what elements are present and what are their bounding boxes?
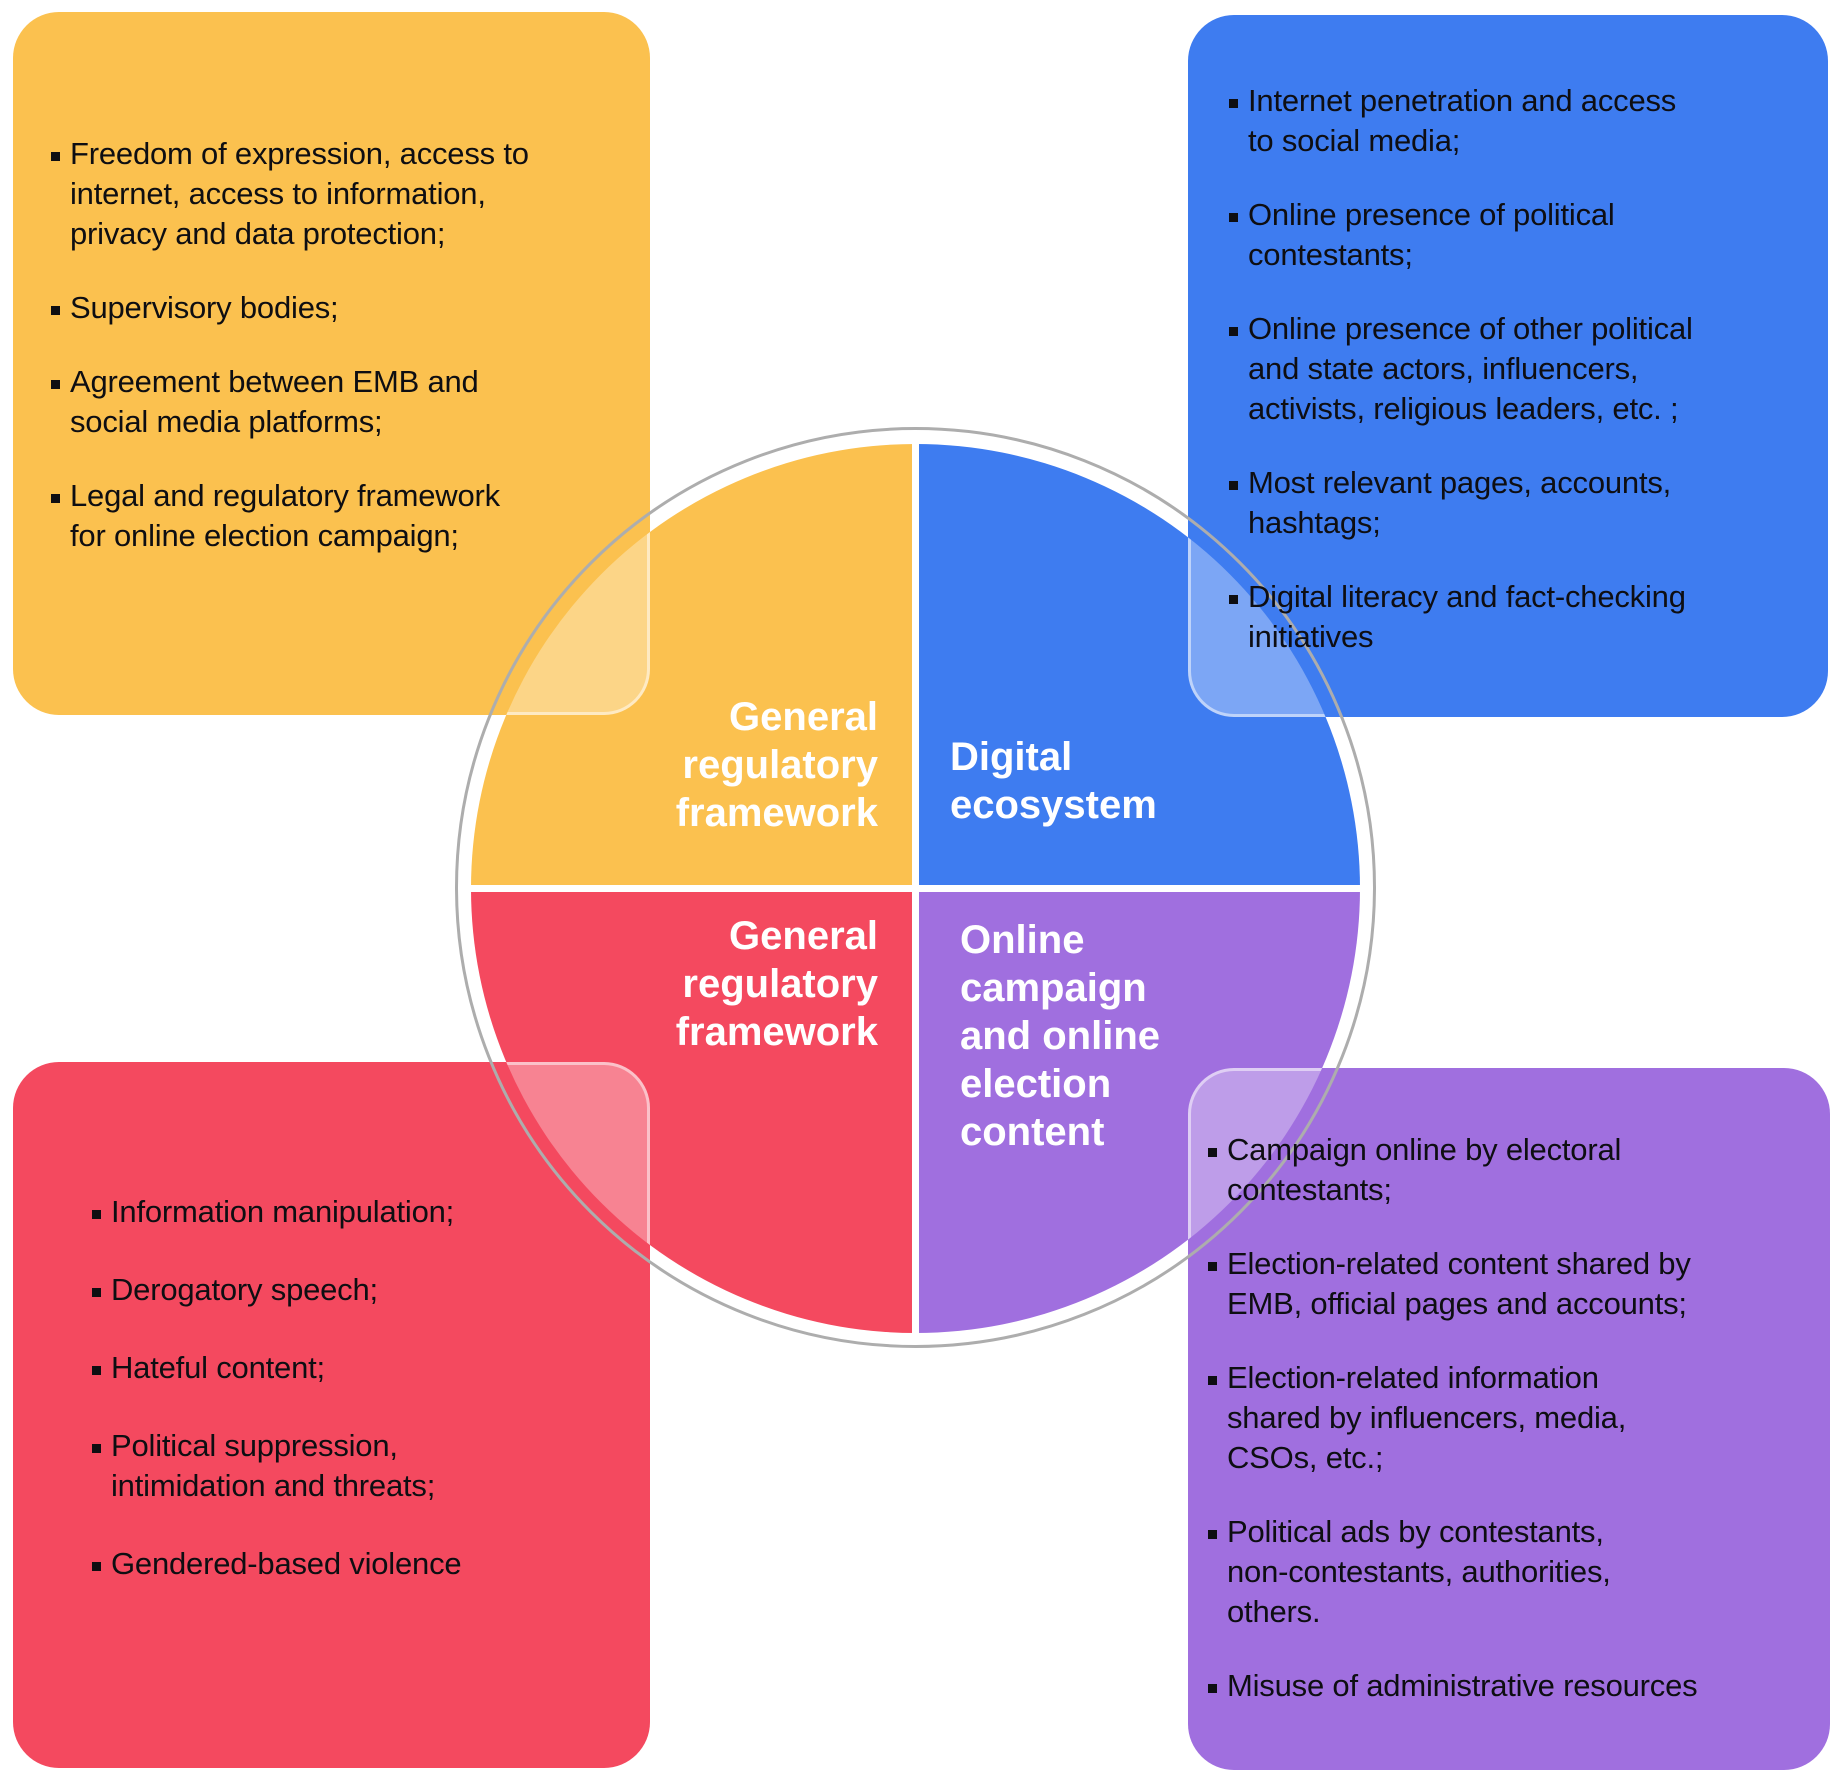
bullet-text: Legal and regulatory framework for onlin… [70,478,500,553]
overlap-highlight-bottom-left [471,1062,650,1333]
bullet-item: Most relevant pages, accounts, hashtags; [1229,463,1818,543]
bullet-item: Supervisory bodies; [51,288,632,328]
bullet-square-icon [51,306,60,315]
overlap-highlight-top-right [1188,444,1360,717]
bullet-text: Campaign online by electoral contestants… [1227,1132,1622,1207]
bullet-text: Freedom of expression, access to interne… [70,136,529,251]
bullet-item: Campaign online by electoral contestants… [1208,1130,1822,1210]
bullet-item: Political ads by contestants, non-contes… [1208,1512,1822,1632]
quadrant-label: General regulatory framework [675,695,878,835]
bullet-item: Political suppression, intimidation and … [92,1426,632,1506]
bullet-item: Misuse of administrative resources [1208,1666,1822,1706]
bullet-square-icon [1229,99,1238,108]
bullet-item: Hateful content; [92,1348,632,1388]
bullet-text: Information manipulation; [111,1194,455,1229]
bullet-text: Supervisory bodies; [70,290,339,325]
quadrant-online-campaign: Online campaign and online election cont… [919,892,1360,1333]
bullet-item: Legal and regulatory framework for onlin… [51,476,632,556]
bullet-text: Political suppression, intimidation and … [111,1428,436,1503]
bullet-list: Campaign online by electoral contestants… [1208,1130,1822,1706]
bullet-item: Internet penetration and access to socia… [1229,81,1818,161]
bullet-item: Election-related information shared by i… [1208,1358,1822,1478]
bullet-square-icon [1229,481,1238,490]
overlap-highlight-bottom-right [1188,1068,1360,1333]
quadrant-digital-ecosystem: Digital ecosystem [919,444,1360,885]
bullet-item: Online presence of political contestants… [1229,195,1818,275]
card-text-general-regulatory-top: Freedom of expression, access to interne… [13,12,650,556]
bullet-text: Most relevant pages, accounts, hashtags; [1248,465,1672,540]
bullet-item: Freedom of expression, access to interne… [51,134,632,254]
bullet-text: Digital literacy and fact-checking initi… [1248,579,1686,654]
bullet-square-icon [1208,1530,1217,1539]
bullet-text: Gendered-based violence [111,1546,462,1581]
bullet-text: Online presence of political contestants… [1248,197,1615,272]
quadrant-label: Online campaign and online election cont… [960,918,1160,1154]
card-text-digital-ecosystem: Internet penetration and access to socia… [1188,15,1828,657]
bullet-square-icon [51,152,60,161]
bullet-item: Online presence of other political and s… [1229,309,1818,429]
bullet-square-icon [1208,1262,1217,1271]
quadrant-label: Digital ecosystem [950,735,1157,827]
bullet-list: Information manipulation; Derogatory spee… [92,1192,632,1584]
bullet-list: Freedom of expression, access to interne… [51,134,632,556]
bullet-item: Gendered-based violence [92,1544,632,1584]
bullet-item: Agreement between EMB and social media p… [51,362,632,442]
bullet-square-icon [51,380,60,389]
quadrant-general-regulatory-bottom: General regulatory framework [471,892,912,1333]
bullet-square-icon [92,1366,101,1375]
bullet-text: Misuse of administrative resources [1227,1668,1698,1703]
card-text-online-campaign: Campaign online by electoral contestants… [1188,1068,1830,1706]
bullet-text: Election-related information shared by i… [1227,1360,1627,1475]
bullet-square-icon [92,1210,101,1219]
quadrant-label: General regulatory framework [675,914,878,1054]
bullet-item: Information manipulation; [92,1192,632,1232]
bullet-square-icon [1229,327,1238,336]
quadrant-general-regulatory-top: General regulatory framework [471,444,912,885]
bullet-text: Hateful content; [111,1350,325,1385]
card-text-general-regulatory-bottom: Information manipulation; Derogatory spee… [13,1062,650,1584]
bullet-square-icon [1208,1376,1217,1385]
bullet-square-icon [1229,213,1238,222]
bullet-text: Election-related content shared by EMB, … [1227,1246,1691,1321]
bullet-text: Internet penetration and access to socia… [1248,83,1677,158]
bullet-square-icon [92,1444,101,1453]
bullet-list: Internet penetration and access to socia… [1229,81,1818,657]
overlap-highlight-top-left [471,444,650,715]
bullet-item: Election-related content shared by EMB, … [1208,1244,1822,1324]
bullet-text: Agreement between EMB and social media p… [70,364,479,439]
bullet-item: Digital literacy and fact-checking initi… [1229,577,1818,657]
bullet-square-icon [92,1562,101,1571]
bullet-text: Political ads by contestants, non-contes… [1227,1514,1611,1629]
bullet-text: Derogatory speech; [111,1272,378,1307]
bullet-square-icon [1229,595,1238,604]
bullet-square-icon [1208,1684,1217,1693]
bullet-square-icon [51,494,60,503]
bullet-square-icon [92,1288,101,1297]
bullet-text: Online presence of other political and s… [1248,311,1693,426]
bullet-item: Derogatory speech; [92,1270,632,1310]
quadrant-circle: General regulatory framework Digital eco… [471,444,1360,1333]
bullet-square-icon [1208,1148,1217,1157]
